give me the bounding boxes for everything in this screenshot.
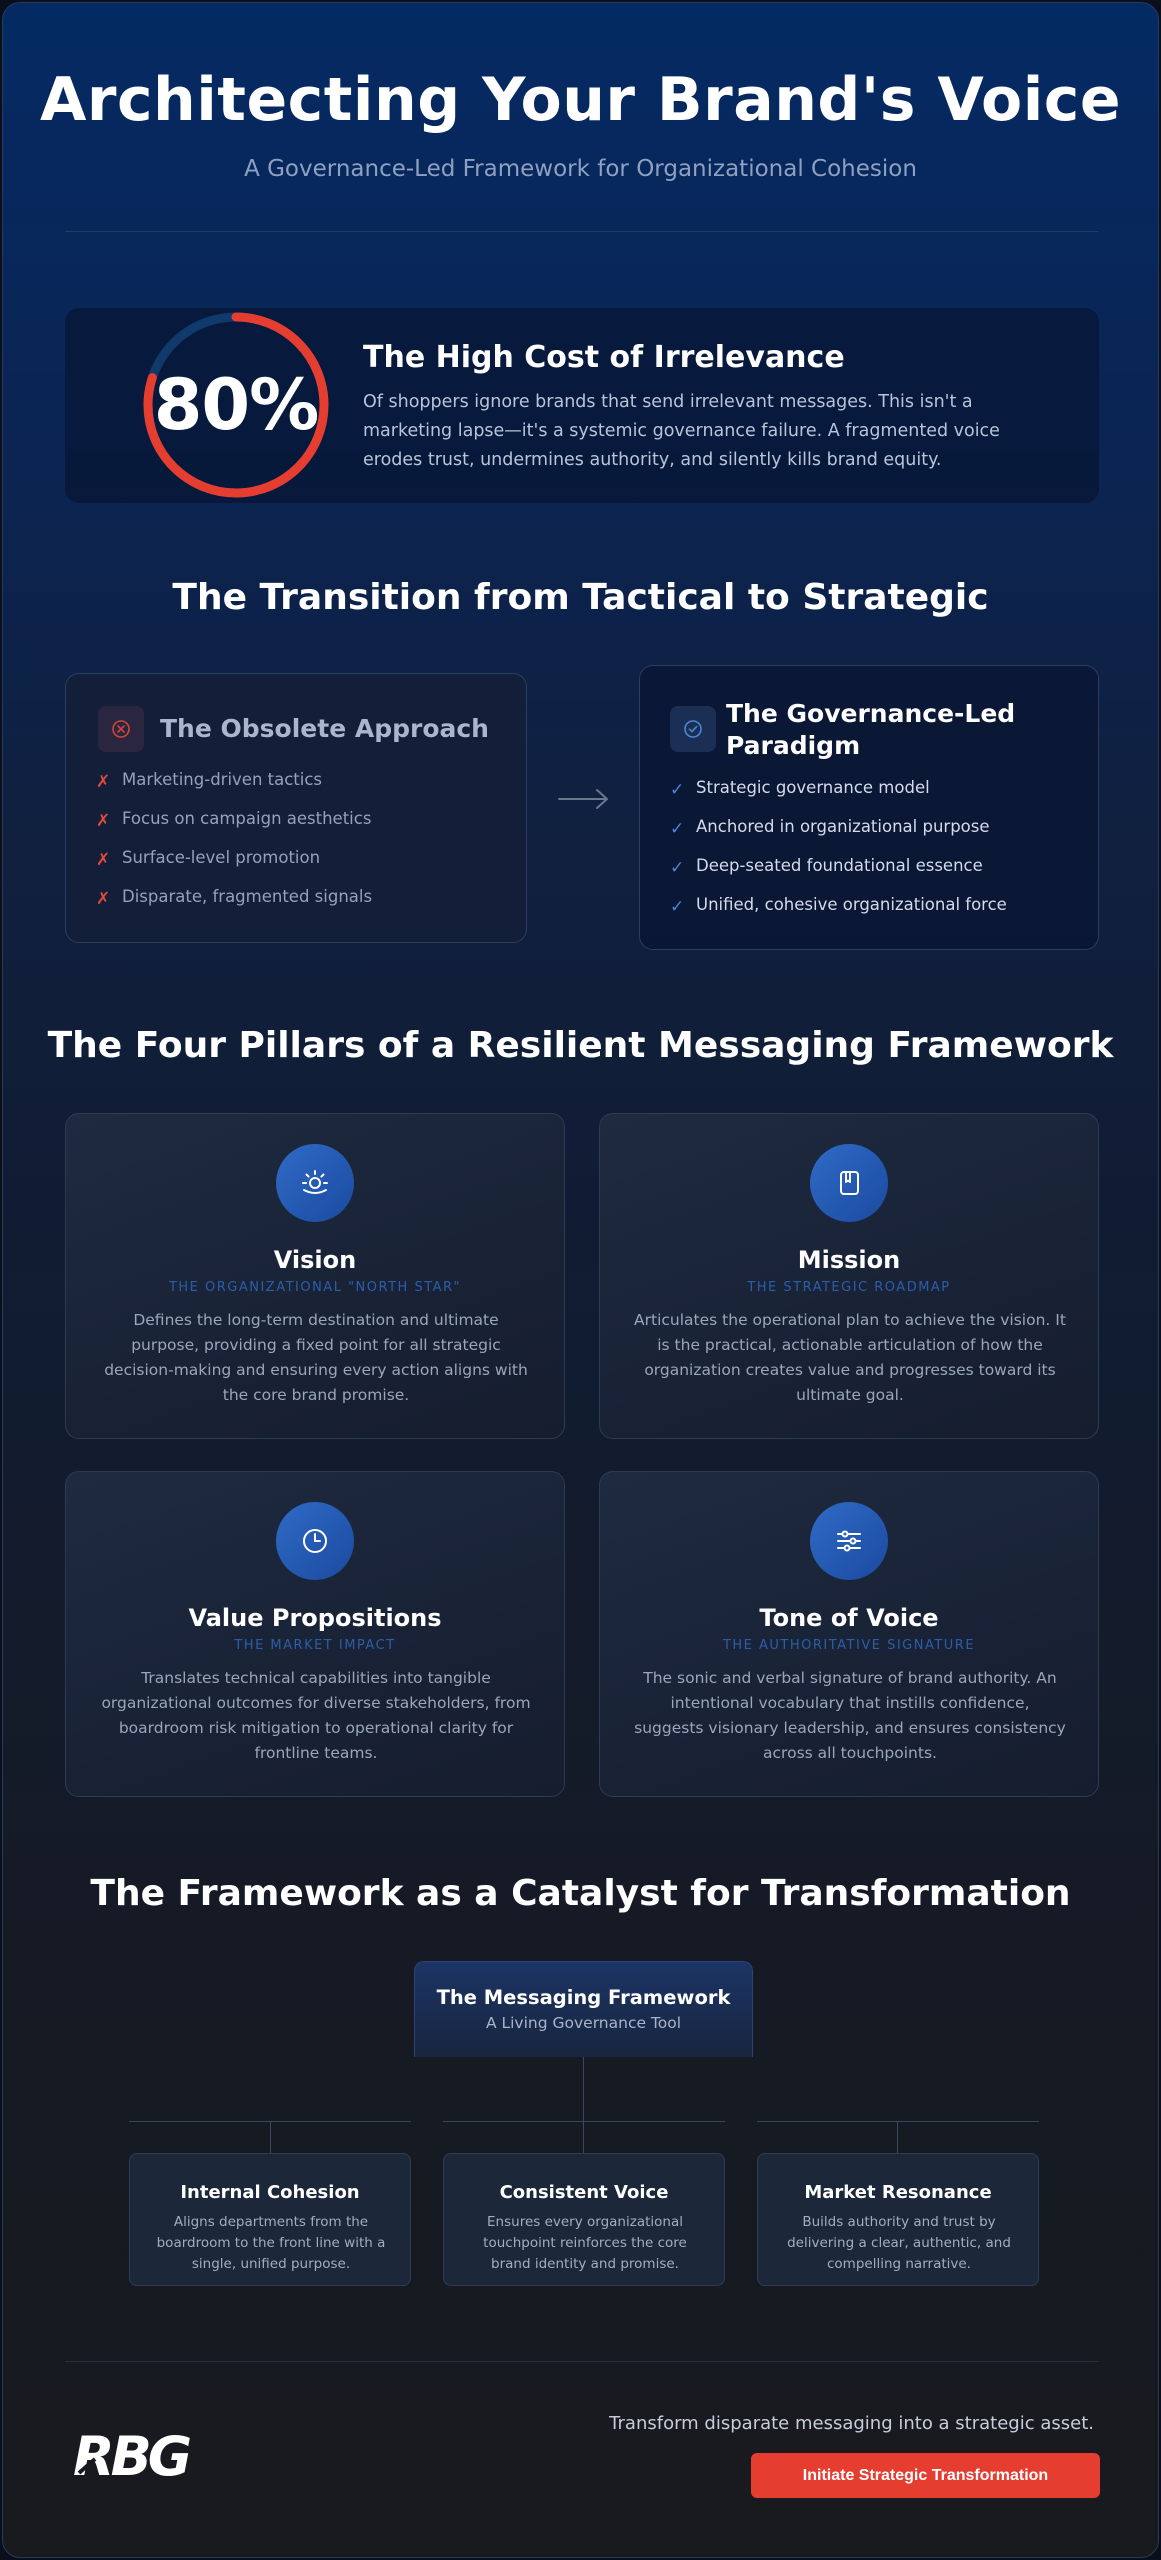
pillars-title: The Four Pillars of a Resilient Messagin…: [47, 1025, 1114, 1066]
sliders-icon: [810, 1502, 888, 1580]
brand-logo: RBG: [73, 2429, 194, 2481]
page-title: Architecting Your Brand's Voice: [39, 65, 1122, 135]
list-item-label: Deep-seated foundational essence: [696, 856, 983, 875]
pillar-title: Value Propositions: [188, 1604, 442, 1632]
x-circle-icon: [98, 706, 144, 752]
outcome-title: Market Resonance: [804, 2182, 992, 2203]
progress-ring: [143, 312, 329, 498]
outcome-node-market-resonance: Market Resonance Builds authority and tr…: [757, 2153, 1039, 2286]
pillar-card-vision: Vision THE ORGANIZATIONAL "NORTH STAR" D…: [65, 1113, 565, 1439]
list-item: ✓ Anchored in organizational purpose: [670, 817, 1007, 856]
transition-title: The Transition from Tactical to Strategi…: [172, 577, 989, 618]
list-item: ✓ Unified, cohesive organizational force: [670, 895, 1007, 934]
outcome-title: Internal Cohesion: [180, 2182, 360, 2203]
pillar-body: The sonic and verbal signature of brand …: [634, 1669, 1066, 1762]
arrow-right-icon: [558, 789, 608, 809]
pillar-card-value-propositions: Value Propositions THE MARKET IMPACT Tra…: [65, 1471, 565, 1797]
catalyst-title: The Framework as a Catalyst for Transfor…: [90, 1873, 1071, 1914]
cross-icon: ✗: [96, 850, 111, 870]
list-item-label: Strategic governance model: [696, 778, 930, 797]
framework-root-node: The Messaging Framework A Living Governa…: [414, 1961, 753, 2057]
governance-paradigm-card: The Governance-Led Paradigm ✓ Strategic g…: [639, 665, 1099, 950]
connector-line: [897, 2121, 898, 2153]
outcome-body: Builds authority and trust by delivering…: [787, 2214, 1011, 2272]
outcome-body: Ensures every organizational touchpoint …: [483, 2214, 687, 2272]
outcome-node-internal-cohesion: Internal Cohesion Aligns departments fro…: [129, 2153, 411, 2286]
page-subtitle: A Governance-Led Framework for Organizat…: [244, 156, 917, 182]
list-item: ✗ Disparate, fragmented signals: [96, 887, 372, 926]
pillar-title: Tone of Voice: [759, 1604, 939, 1632]
stat-title: The High Cost of Irrelevance: [363, 340, 845, 375]
pillar-body: Articulates the operational plan to achi…: [634, 1311, 1066, 1404]
outcome-node-consistent-voice: Consistent Voice Ensures every organizat…: [443, 2153, 725, 2286]
stat-body: Of shoppers ignore brands that send irre…: [363, 392, 1000, 470]
list-item-label: Unified, cohesive organizational force: [696, 895, 1007, 914]
framework-root-subtitle: A Living Governance Tool: [485, 2014, 682, 2032]
obsolete-approach-card: The Obsolete Approach ✗ Marketing-driven …: [65, 673, 527, 943]
outcome-body: Aligns departments from the boardroom to…: [156, 2214, 386, 2272]
list-item-label: Disparate, fragmented signals: [122, 887, 373, 906]
governance-paradigm-list: ✓ Strategic governance model ✓ Anchored in…: [670, 778, 1007, 934]
cross-icon: ✗: [96, 889, 111, 909]
check-icon: ✓: [670, 897, 685, 917]
initiate-transformation-button[interactable]: Initiate Strategic Transformation: [751, 2453, 1100, 2498]
pillar-kicker: THE AUTHORITATIVE SIGNATURE: [722, 1638, 976, 1653]
list-item: ✗ Surface-level promotion: [96, 848, 372, 887]
connector-line: [757, 2121, 1039, 2122]
connector-line: [443, 2121, 725, 2122]
connector-line: [270, 2121, 271, 2153]
sunrise-icon: [276, 1144, 354, 1222]
pillar-body: Translates technical capabilities into t…: [101, 1669, 531, 1762]
header-divider: [65, 231, 1099, 232]
pillar-title: Mission: [797, 1246, 901, 1274]
clock-icon: [276, 1502, 354, 1580]
obsolete-approach-list: ✗ Marketing-driven tactics ✗ Focus on camp…: [96, 770, 372, 926]
list-item-label: Focus on campaign aesthetics: [122, 809, 372, 828]
pillar-kicker: THE MARKET IMPACT: [234, 1638, 396, 1653]
pillar-title: Vision: [273, 1246, 357, 1274]
cross-icon: ✗: [96, 772, 111, 792]
governance-paradigm-title: The Governance-Led Paradigm: [726, 699, 1016, 760]
list-item-label: Surface-level promotion: [122, 848, 321, 867]
stat-card: 80% The High Cost of Irrelevance Of shop…: [65, 308, 1099, 503]
list-item-label: Anchored in organizational purpose: [696, 817, 990, 836]
pillar-kicker: THE STRATEGIC ROADMAP: [747, 1280, 951, 1295]
list-item: ✓ Deep-seated foundational essence: [670, 856, 1007, 895]
book-icon: [810, 1144, 888, 1222]
list-item: ✓ Strategic governance model: [670, 778, 1007, 817]
framework-root-title: The Messaging Framework: [436, 1986, 731, 2009]
footer-divider: [65, 2361, 1099, 2362]
list-item: ✗ Focus on campaign aesthetics: [96, 809, 372, 848]
outcome-title: Consistent Voice: [499, 2182, 669, 2203]
list-item-label: Marketing-driven tactics: [122, 770, 323, 789]
progress-ring-arc: [143, 312, 329, 498]
pillar-card-tone-of-voice: Tone of Voice THE AUTHORITATIVE SIGNATUR…: [599, 1471, 1099, 1797]
obsolete-approach-title: The Obsolete Approach: [160, 714, 489, 743]
connector-line: [583, 2057, 584, 2153]
footer-tagline: Transform disparate messaging into a str…: [609, 2413, 1094, 2434]
pillar-card-mission: Mission THE STRATEGIC ROADMAP Articulate…: [599, 1113, 1099, 1439]
check-icon: ✓: [670, 819, 685, 839]
check-circle-icon: [670, 706, 716, 752]
stat-value: 80%: [153, 364, 320, 446]
check-icon: ✓: [670, 780, 685, 800]
cross-icon: ✗: [96, 811, 111, 831]
pillar-kicker: THE ORGANIZATIONAL "NORTH STAR": [168, 1280, 462, 1295]
check-icon: ✓: [670, 858, 685, 878]
brand-logo-text: RBG: [73, 2429, 190, 2481]
list-item: ✗ Marketing-driven tactics: [96, 770, 372, 809]
pillar-body: Defines the long-term destination and ul…: [104, 1311, 528, 1404]
